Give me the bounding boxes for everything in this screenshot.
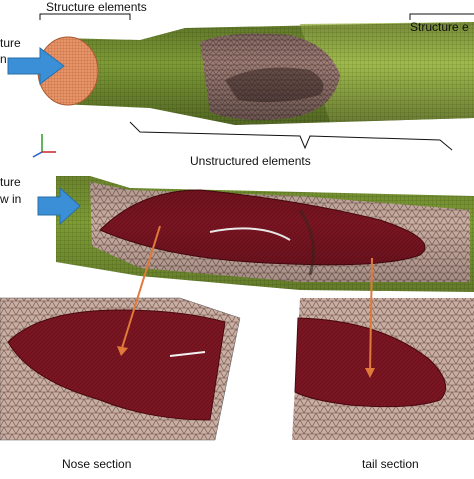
label-flow-in-mid-line2: w in xyxy=(0,192,22,206)
label-unstructured-elements: Unstructured elements xyxy=(190,154,311,168)
label-flow-in-top-line1: ture xyxy=(0,36,21,50)
tail-section xyxy=(292,298,474,440)
bracket-structure-left xyxy=(39,13,131,20)
label-flow-in-mid-line1: ture xyxy=(0,175,21,189)
pipe-cut-middle xyxy=(56,176,474,292)
label-nose-section: Nose section xyxy=(62,457,132,471)
connector-arrows xyxy=(117,225,375,378)
flow-arrow-top xyxy=(7,47,65,85)
label-structure-elements-left: Structure elements xyxy=(46,0,147,14)
bracket-structure-right xyxy=(409,13,474,20)
axis-triad xyxy=(32,134,56,158)
pipe-top xyxy=(37,22,474,125)
label-tail-section: tail section xyxy=(362,457,419,471)
label-structure-elements-right: Structure e xyxy=(410,20,469,34)
nose-section xyxy=(0,297,241,441)
bracket-unstructured-top xyxy=(129,121,453,151)
label-flow-in-top-line2: n xyxy=(0,52,7,66)
flow-arrow-middle xyxy=(37,186,81,226)
